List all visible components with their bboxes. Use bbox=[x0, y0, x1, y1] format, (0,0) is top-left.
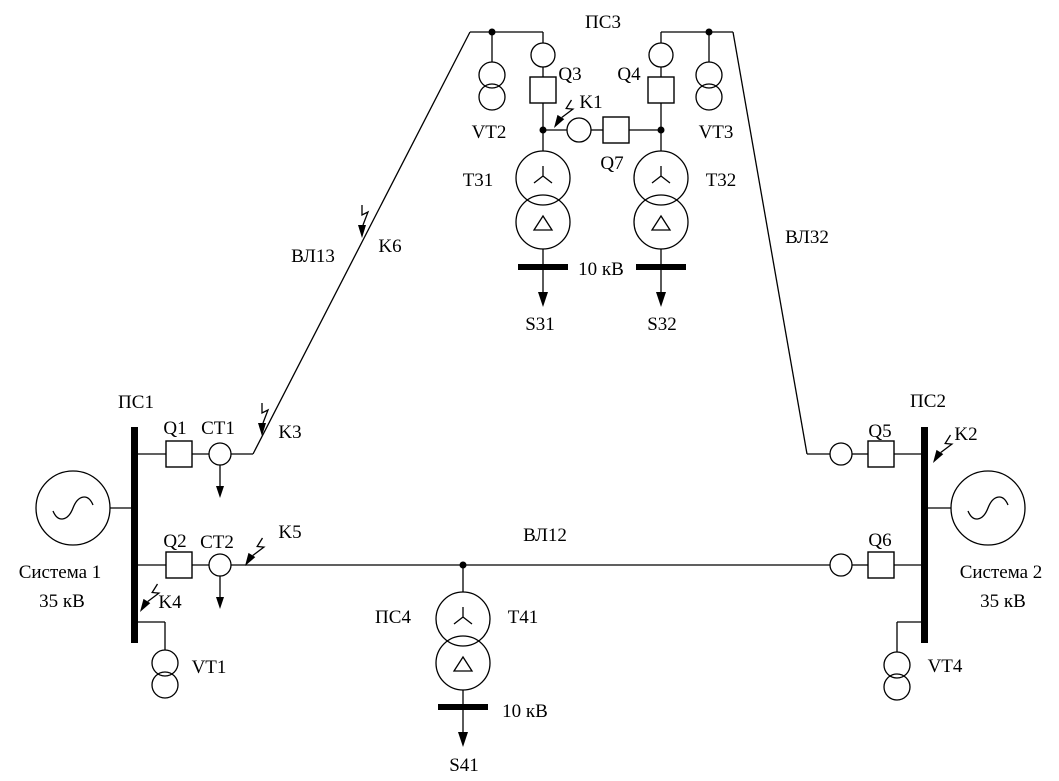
transformer-t31 bbox=[515, 150, 571, 250]
fault-bolt-k2 bbox=[928, 432, 957, 467]
labels: ПС3 Q3 Q4 K1 Q7 VT2 VT3 T31 T32 10 кВ S3… bbox=[19, 12, 1043, 776]
label-ps3: ПС3 bbox=[585, 12, 621, 33]
label-system1-kv: 35 кВ bbox=[39, 591, 85, 612]
generator-system1 bbox=[35, 470, 111, 546]
label-q2: Q2 bbox=[163, 531, 186, 552]
transformer-t32 bbox=[633, 150, 689, 250]
ct-circle-q6 bbox=[829, 553, 853, 577]
label-vt3: VT3 bbox=[699, 122, 734, 143]
label-k1: K1 bbox=[579, 92, 602, 113]
label-ps2: ПС2 bbox=[910, 391, 946, 412]
label-vl13: ВЛ13 bbox=[291, 246, 335, 267]
busbar-ps1 bbox=[131, 427, 138, 643]
label-ct2: CT2 bbox=[200, 532, 234, 553]
substation-ps2 bbox=[807, 427, 1026, 701]
current-transformer-ct1 bbox=[208, 442, 232, 466]
line-vl13 bbox=[252, 31, 471, 455]
voltage-transformer-vt2 bbox=[478, 61, 506, 111]
ct-circle-q7 bbox=[566, 117, 592, 143]
voltage-transformer-vt4 bbox=[883, 651, 911, 701]
substation-ps3 bbox=[470, 28, 733, 308]
breaker-q2 bbox=[165, 551, 193, 579]
label-q4: Q4 bbox=[617, 64, 641, 85]
voltage-transformer-vt3 bbox=[695, 61, 723, 111]
label-t41: T41 bbox=[508, 607, 539, 628]
label-10kv-ps4: 10 кВ bbox=[502, 701, 548, 722]
label-ct1: CT1 bbox=[201, 418, 235, 439]
label-q1: Q1 bbox=[163, 418, 186, 439]
breaker-q3 bbox=[529, 76, 557, 104]
label-10kv-ps3: 10 кВ bbox=[578, 259, 624, 280]
label-s41: S41 bbox=[449, 755, 479, 776]
transmission-lines bbox=[252, 31, 808, 455]
label-q6: Q6 bbox=[868, 530, 891, 551]
current-transformer-ct2 bbox=[208, 553, 232, 577]
ct2-arrow bbox=[215, 575, 225, 610]
label-k5: K5 bbox=[278, 522, 301, 543]
busbar-ps2 bbox=[921, 427, 928, 643]
lv-busbar-t41 bbox=[438, 704, 488, 710]
breaker-q7 bbox=[602, 116, 630, 144]
load-arrow-s32 bbox=[655, 269, 667, 308]
label-q5: Q5 bbox=[868, 421, 891, 442]
breaker-q5 bbox=[867, 440, 895, 468]
label-system1: Система 1 bbox=[19, 562, 102, 583]
label-q3: Q3 bbox=[558, 64, 581, 85]
label-vt2: VT2 bbox=[472, 122, 507, 143]
breaker-q4 bbox=[647, 76, 675, 104]
label-k2: K2 bbox=[954, 424, 977, 445]
label-system2-kv: 35 кВ bbox=[980, 591, 1026, 612]
lv-busbar-t32 bbox=[636, 264, 686, 270]
ct-circle-q3 bbox=[530, 42, 556, 68]
load-arrow-s31 bbox=[537, 269, 549, 308]
line-vl32 bbox=[732, 31, 808, 455]
generator-system2 bbox=[950, 470, 1026, 546]
label-system2: Система 2 bbox=[960, 562, 1043, 583]
label-vl32: ВЛ32 bbox=[785, 227, 829, 248]
label-t31: T31 bbox=[463, 170, 494, 191]
fault-bolt-k3 bbox=[257, 402, 269, 437]
label-vl12: ВЛ12 bbox=[523, 525, 567, 546]
ct1-arrow bbox=[215, 464, 225, 499]
label-ps1: ПС1 bbox=[118, 392, 154, 413]
substation-ps4 bbox=[231, 561, 830, 748]
ct-circle-q5 bbox=[829, 442, 853, 466]
label-ps4: ПС4 bbox=[375, 607, 411, 628]
label-s31: S31 bbox=[525, 314, 555, 335]
load-arrow-s41 bbox=[457, 709, 469, 748]
label-k4: K4 bbox=[158, 592, 182, 613]
transformer-t41 bbox=[435, 591, 491, 691]
lv-busbar-t31 bbox=[518, 264, 568, 270]
voltage-transformer-vt1 bbox=[151, 649, 179, 699]
ct-circle-q4 bbox=[648, 42, 674, 68]
label-vt4: VT4 bbox=[928, 656, 963, 677]
label-k3: K3 bbox=[278, 422, 301, 443]
label-q7: Q7 bbox=[600, 153, 623, 174]
label-k6: K6 bbox=[378, 236, 401, 257]
breaker-q1 bbox=[165, 440, 193, 468]
breaker-q6 bbox=[867, 551, 895, 579]
label-t32: T32 bbox=[706, 170, 737, 191]
label-vt1: VT1 bbox=[192, 657, 227, 678]
fault-bolt-k5 bbox=[240, 535, 269, 570]
label-s32: S32 bbox=[647, 314, 677, 335]
